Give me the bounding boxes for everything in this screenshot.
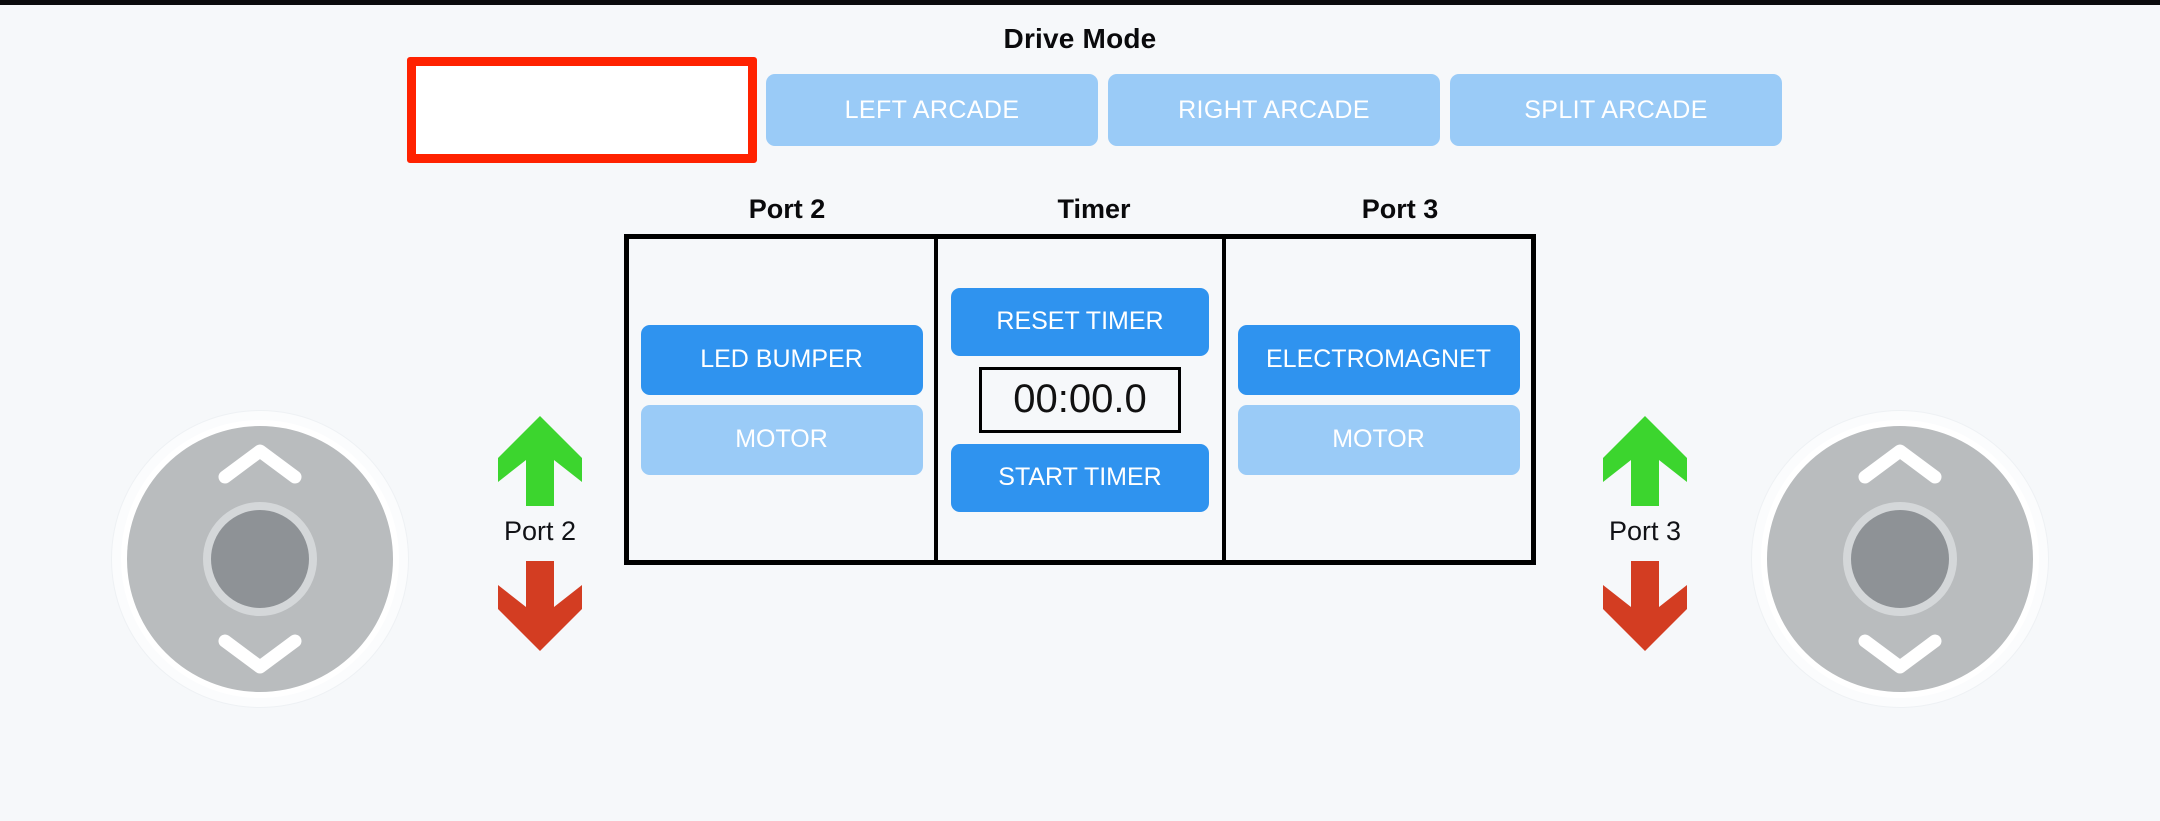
led-bumper-button[interactable]: LED BUMPER — [640, 324, 923, 395]
arrow-down-icon[interactable] — [1599, 557, 1691, 655]
drive-mode-split-arcade-button[interactable]: SPLIT ARCADE — [1450, 74, 1782, 146]
start-timer-button[interactable]: START TIMER — [951, 443, 1209, 512]
port2-arrow-group: Port 2 — [455, 412, 625, 655]
arrow-up-icon[interactable] — [1599, 412, 1691, 510]
drive-mode-left-arcade-button[interactable]: LEFT ARCADE — [766, 74, 1098, 146]
drive-mode-title: Drive Mode — [1003, 23, 1157, 54]
reset-timer-button[interactable]: RESET TIMER — [951, 287, 1209, 356]
timer-display: 00:00.0 — [979, 366, 1181, 433]
arrow-down-icon[interactable] — [494, 557, 586, 655]
drive-mode-tank-drive-button[interactable]: TANK DRIVE — [424, 74, 756, 146]
chevron-down-icon — [1857, 633, 1943, 677]
arrow-up-icon[interactable] — [494, 412, 586, 510]
port3-motor-button[interactable]: MOTOR — [1237, 404, 1520, 475]
port3-column-header: Port 3 — [1361, 194, 1439, 224]
top-edge-strip — [0, 0, 2160, 5]
port2-arrow-label: Port 2 — [503, 516, 577, 546]
timer-column-header: Timer — [1057, 194, 1131, 224]
right-joystick-knob[interactable] — [1843, 502, 1957, 616]
port3-panel: ELECTROMAGNET MOTOR — [1224, 234, 1536, 565]
left-joystick-knob[interactable] — [203, 502, 317, 616]
drive-mode-right-arcade-button[interactable]: RIGHT ARCADE — [1108, 74, 1440, 146]
electromagnet-button[interactable]: ELECTROMAGNET — [1237, 324, 1520, 395]
port2-panel: LED BUMPER MOTOR — [624, 234, 936, 565]
drive-mode-button-group: TANK DRIVE LEFT ARCADE RIGHT ARCADE SPLI… — [424, 74, 1782, 146]
timer-panel: RESET TIMER 00:00.0 START TIMER — [936, 234, 1224, 565]
port2-motor-button[interactable]: MOTOR — [640, 404, 923, 475]
chevron-up-icon — [1857, 441, 1943, 485]
port3-arrow-group: Port 3 — [1560, 412, 1730, 655]
left-joystick[interactable] — [112, 411, 408, 707]
chevron-down-icon — [217, 633, 303, 677]
right-joystick[interactable] — [1752, 411, 2048, 707]
port3-arrow-label: Port 3 — [1608, 516, 1682, 546]
control-panel: LED BUMPER MOTOR RESET TIMER 00:00.0 STA… — [624, 234, 1536, 565]
port2-column-header: Port 2 — [748, 194, 826, 224]
chevron-up-icon — [217, 441, 303, 485]
